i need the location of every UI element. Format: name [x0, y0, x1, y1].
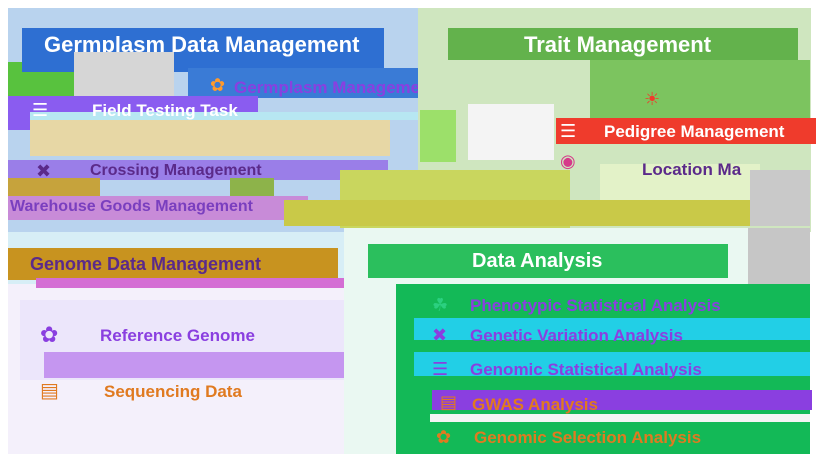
gwas-bar	[432, 390, 812, 410]
pedigree-icon: ☰	[560, 121, 577, 141]
analysis-tile	[748, 228, 810, 284]
field-icon: ☰	[32, 100, 49, 120]
crossing-bar	[8, 160, 388, 180]
germplasm-panel-tile	[74, 52, 174, 98]
reference-genome-link[interactable]: Reference Genome	[100, 326, 255, 345]
analysis-title-bar	[368, 244, 728, 278]
sequencing-data-link[interactable]: Sequencing Data	[104, 382, 242, 401]
plant-icon: ☘	[432, 295, 449, 315]
gwas-divider	[430, 414, 810, 422]
genomic-statistical-bar	[414, 352, 810, 376]
field-testing-strip	[30, 112, 420, 120]
sequencing-bar	[44, 352, 398, 378]
genome-strip	[36, 278, 396, 288]
dna-icon: ✿	[40, 322, 59, 347]
genome-title-bar	[8, 248, 338, 280]
gwas-analysis-link[interactable]: GWAS Analysis	[472, 395, 598, 414]
crossing-management-link[interactable]: Crossing Management	[90, 162, 262, 179]
genetic-variation-analysis-link[interactable]: Genetic Variation Analysis	[470, 326, 683, 345]
location-tile	[750, 170, 810, 226]
crossing-accent	[8, 178, 100, 198]
trait-panel-tile	[468, 104, 554, 160]
pedigree-bar	[556, 118, 816, 144]
genomic-icon: ☰	[432, 359, 449, 379]
trait-panel-accent	[420, 110, 456, 162]
warehouse-bar	[8, 196, 308, 220]
location-icon: ◉	[560, 151, 576, 171]
genomic-statistical-analysis-link[interactable]: Genomic Statistical Analysis	[470, 360, 702, 379]
middle-strip	[284, 200, 750, 226]
location-panel	[600, 164, 760, 204]
genetic-variation-bar	[414, 318, 810, 340]
cross-icon: ✖	[36, 161, 52, 181]
warehouse-goods-management-link[interactable]: Warehouse Goods Management	[10, 198, 253, 215]
genomic-selection-analysis-link[interactable]: Genomic Selection Analysis	[474, 428, 702, 447]
selection-icon: ✿	[436, 427, 452, 447]
genome-panel-title: Genome Data Management	[30, 254, 262, 274]
sequence-icon: ▤	[40, 380, 59, 402]
field-testing-task-link[interactable]: Field Testing Task	[92, 101, 238, 120]
field-testing-panel	[30, 120, 390, 156]
seed-icon: ✿	[210, 75, 226, 95]
trait-title-bar	[448, 28, 798, 60]
trait-panel-title: Trait Management	[524, 32, 712, 57]
location-management-link[interactable]: Location Ma	[642, 160, 742, 179]
pedigree-management-link[interactable]: Pedigree Management	[604, 122, 785, 141]
analysis-panel-title: Data Analysis	[472, 250, 603, 272]
sun-icon: ☀	[644, 89, 661, 109]
variation-icon: ✖	[432, 325, 448, 345]
gwas-icon: ▤	[440, 392, 458, 412]
trait-panel-block	[590, 60, 810, 120]
germplasm-management-link[interactable]: Germplasm Management	[234, 78, 437, 97]
phenotypic-statistical-analysis-link[interactable]: Phenotypic Statistical Analysis	[470, 296, 721, 315]
